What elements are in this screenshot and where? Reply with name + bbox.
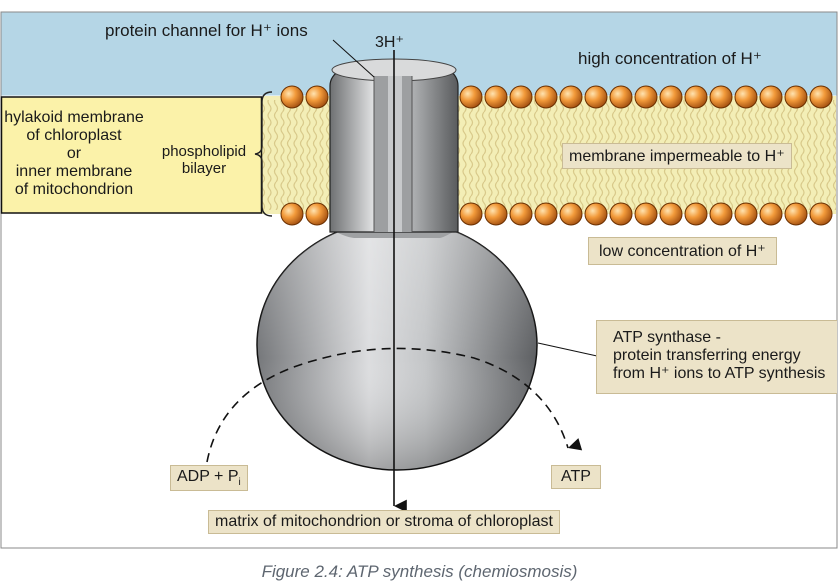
adp-pi-label: ADP + Pi — [170, 465, 248, 492]
synthase-line-3: from H⁺ ions to ATP synthesis — [613, 365, 826, 382]
figure-caption: Figure 2.4: ATP synthesis (chemiosmosis) — [261, 562, 578, 581]
membrane-line-1: hylakoid membrane — [4, 109, 144, 126]
three-h-ions-label: 3H⁺ — [375, 34, 404, 51]
lipid-heads-bottom — [280, 202, 833, 226]
low-concentration-label: low concentration of H⁺ — [588, 237, 777, 265]
bilayer-bracket — [254, 91, 273, 217]
atp-synthase-label: ATP synthase - protein transferring ener… — [596, 320, 837, 394]
membrane-label-panel — [0, 96, 263, 214]
lipid-heads-top — [280, 85, 833, 109]
adp-to-atp-arc — [206, 347, 583, 463]
adp-text: ADP + P — [177, 468, 239, 485]
membrane-line-4: inner membrane — [15, 163, 133, 180]
membrane-line-2: of chloroplast — [26, 127, 122, 144]
matrix-label: matrix of mitochondrion or stroma of chl… — [208, 510, 560, 534]
membrane-line-5: of mitochondrion — [14, 181, 134, 198]
channel-pore-core — [388, 76, 402, 232]
synthase-line-2: protein transferring energy — [613, 347, 801, 364]
membrane-line-3: or — [66, 145, 82, 162]
phospholipid-line-1: phospholipid — [161, 143, 247, 160]
phospholipid-line-2: bilayer — [181, 160, 227, 177]
channel-title-label: protein channel for H⁺ ions — [105, 21, 308, 40]
impermeable-label: membrane impermeable to H⁺ — [562, 143, 792, 169]
phospholipid-bilayer-label: phospholipid bilayer — [154, 143, 254, 177]
synthase-leader-line — [537, 342, 598, 357]
pi-subscript: i — [238, 477, 241, 489]
synthase-line-1: ATP synthase - — [613, 329, 721, 346]
channel-leader-line — [332, 39, 375, 78]
high-concentration-label: high concentration of H⁺ — [578, 49, 762, 68]
membrane-identity-label: hylakoid membrane of chloroplast or inne… — [0, 109, 148, 199]
atp-synthase-head-shade — [257, 220, 537, 470]
atp-label: ATP — [551, 465, 601, 489]
